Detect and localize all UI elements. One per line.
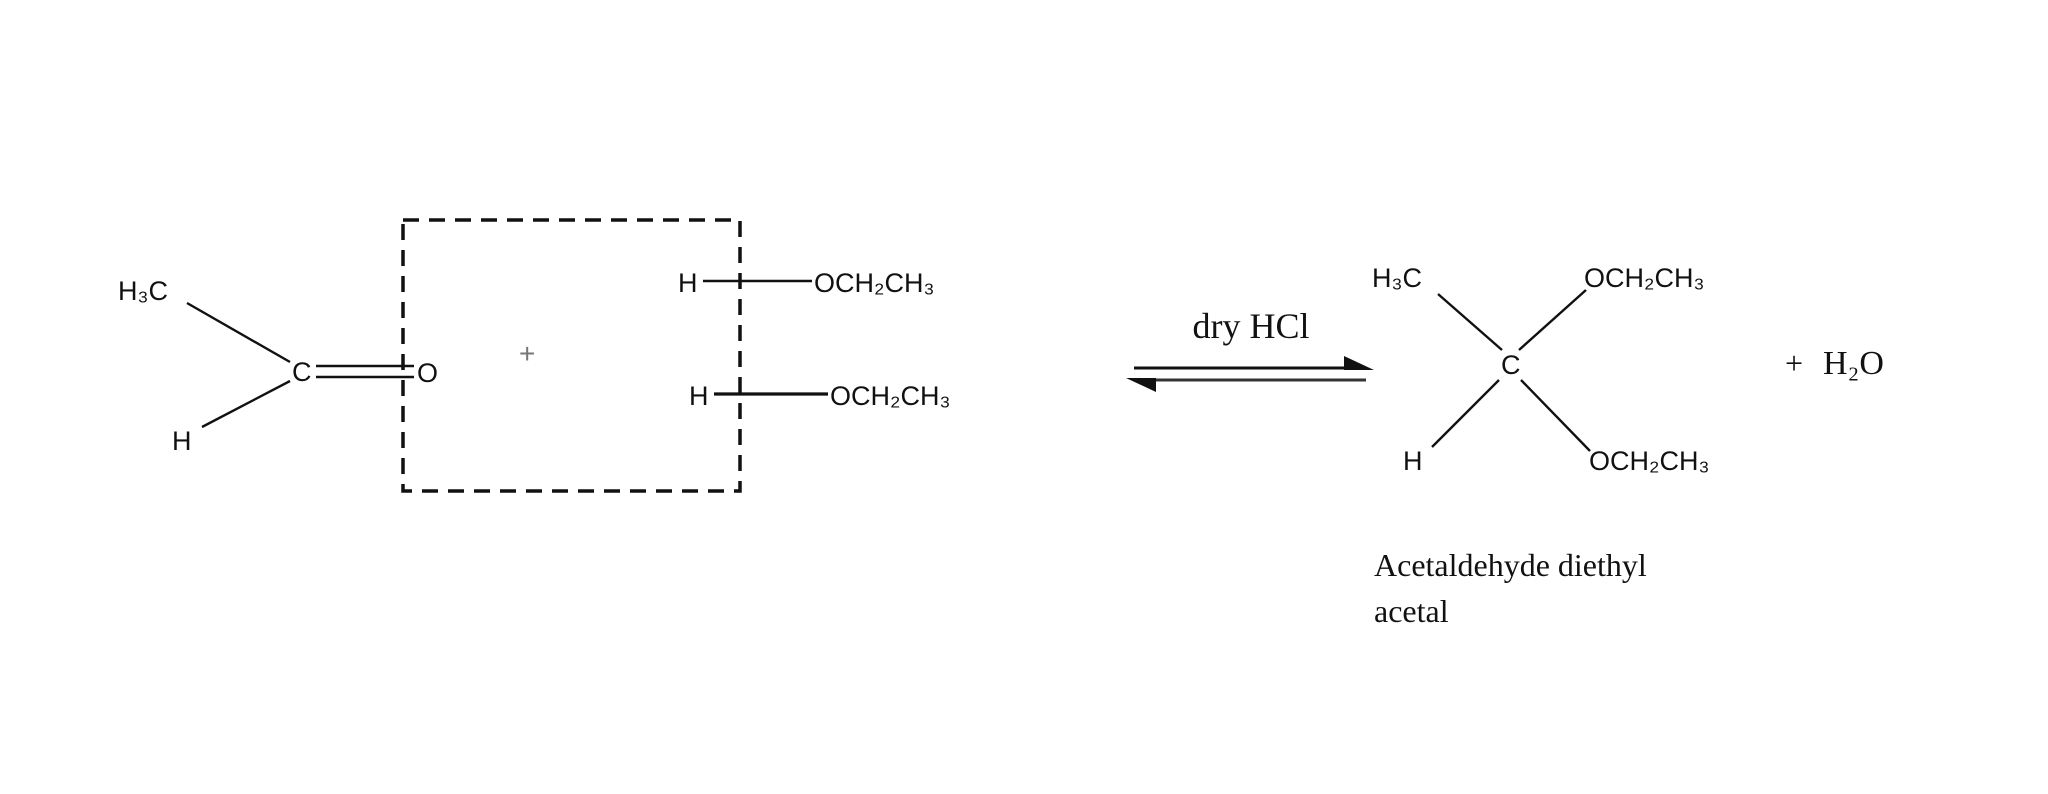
product-name-line2: acetal — [1374, 593, 1449, 629]
plus-sign: + — [1785, 345, 1803, 381]
ethoxy-label: OCH₂CH₃ — [814, 268, 934, 298]
product-name-line1: Acetaldehyde diethyl — [1374, 547, 1647, 583]
equilibrium-arrows: dry HCl — [1126, 306, 1374, 392]
plus-sign: + — [519, 338, 535, 369]
single-bond — [1520, 379, 1591, 452]
carbon-label: C — [1501, 350, 1521, 380]
hydrogen-label: H — [1403, 446, 1423, 476]
single-bond — [1431, 379, 1500, 448]
ethanol-2: H OCH₂CH₃ — [689, 381, 950, 411]
single-bond — [1518, 289, 1587, 351]
water-formula: H₂O — [1823, 345, 1884, 382]
dashed-highlight-box — [401, 218, 742, 493]
ethoxy-bottom-label: OCH₂CH₃ — [1589, 446, 1709, 476]
single-bond — [201, 379, 291, 429]
carbon-label: C — [292, 357, 312, 387]
hydrogen-label: H — [172, 426, 192, 456]
forward-arrowhead-icon — [1344, 356, 1374, 370]
acetaldehyde: H₃C C O H — [118, 276, 438, 456]
methyl-label: H₃C — [1372, 263, 1422, 293]
ethoxy-top-label: OCH₂CH₃ — [1584, 263, 1704, 293]
single-bond — [186, 301, 291, 364]
oxygen-label: O — [417, 358, 438, 388]
ethanol-1: H OCH₂CH₃ — [678, 268, 934, 298]
acetaldehyde-diethyl-acetal: H₃C OCH₂CH₃ C H OCH₂CH₃ Acetaldehyde die… — [1372, 263, 1709, 629]
ethoxy-label: OCH₂CH₃ — [830, 381, 950, 411]
hydrogen-label: H — [678, 268, 698, 298]
water-byproduct: + H₂O — [1785, 345, 1884, 382]
hydrogen-label: H — [689, 381, 709, 411]
single-bond — [1437, 293, 1503, 351]
reverse-arrowhead-icon — [1126, 378, 1156, 392]
reagent-label: dry HCl — [1193, 306, 1310, 346]
methyl-label: H₃C — [118, 276, 168, 306]
